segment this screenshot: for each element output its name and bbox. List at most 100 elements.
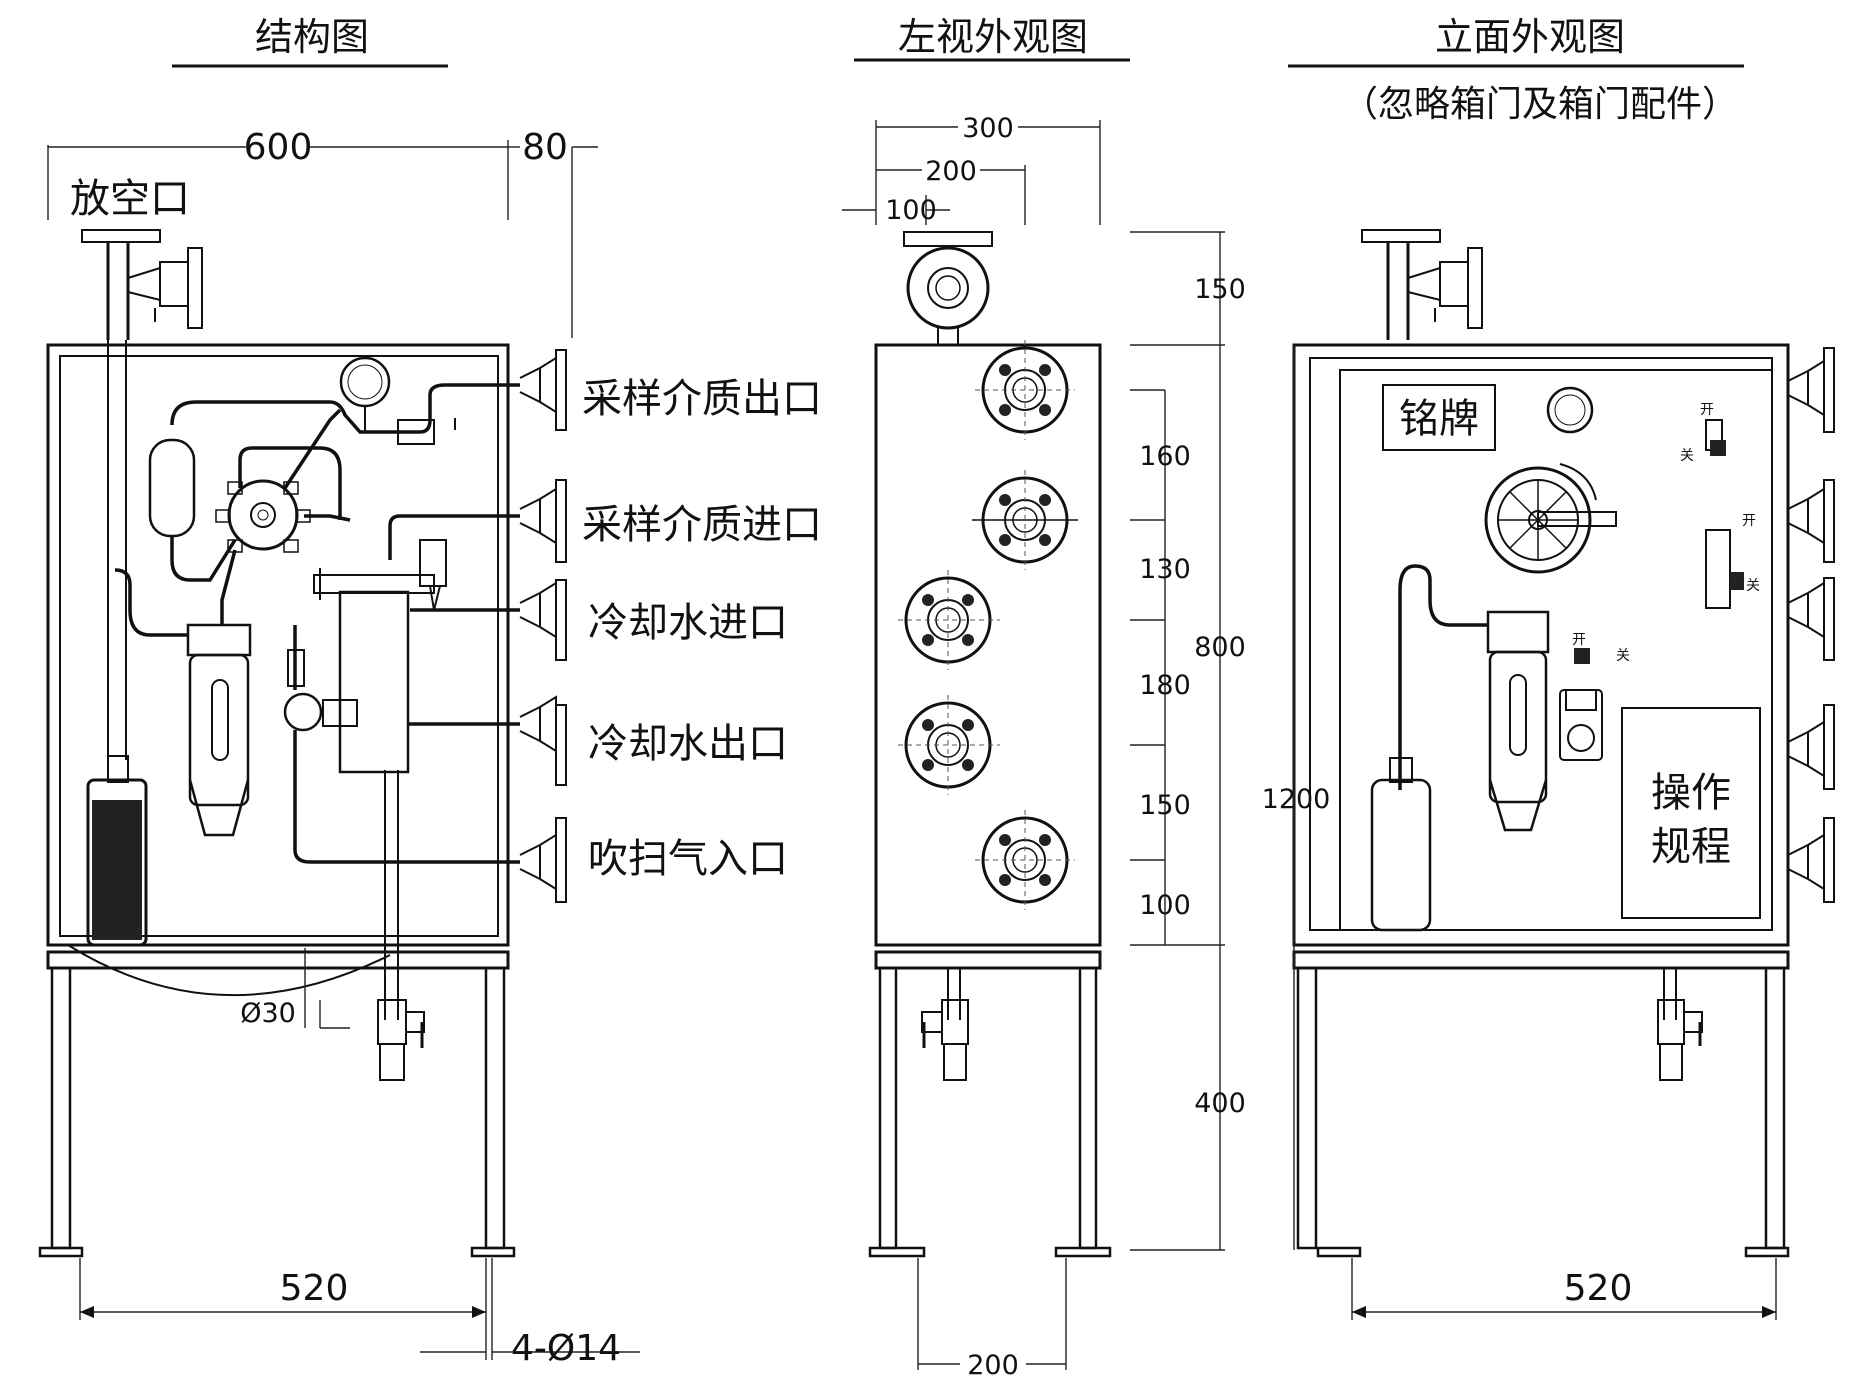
left-drain-fitting	[943, 1043, 967, 1081]
distributor-valve	[227, 479, 299, 551]
left-stand-leg-l	[878, 966, 898, 1250]
vent-label: 放空口	[70, 176, 190, 222]
sample-out-valve	[397, 419, 435, 445]
cylinder-valve	[107, 755, 129, 783]
front-view: 铭牌 开 关 开 关 开 关	[1262, 229, 1835, 1320]
distributor-up-pipe	[283, 408, 342, 489]
flange-plate	[555, 704, 567, 786]
dim-520-front: 520	[1564, 1268, 1633, 1309]
dim-150-top: 150	[1194, 274, 1246, 305]
stand-foot-right	[470, 1246, 516, 1258]
nameplate-box	[1382, 384, 1496, 451]
front-valve-mid	[1705, 529, 1731, 609]
left-stand-leg-r	[1078, 966, 1098, 1250]
structure-cabinet	[46, 343, 510, 947]
gas-cylinder	[86, 778, 148, 947]
stand-leg-right	[484, 966, 506, 1250]
procedure-label-2: 规程	[1651, 824, 1731, 870]
distributor-core	[250, 502, 276, 528]
front-dial-arrow	[1559, 463, 1597, 501]
dim-100-top: 100	[885, 195, 937, 226]
valve-lug	[283, 539, 299, 553]
front-distributor-dial	[1484, 466, 1592, 574]
flange-neck	[539, 833, 557, 891]
stand-foot-left	[38, 1246, 84, 1258]
front-valve-mid-close: 关	[1746, 578, 1760, 594]
distributor-center	[257, 509, 269, 521]
left-drain-handle	[921, 1011, 943, 1033]
left-cabinet	[874, 343, 1102, 947]
front-valve-small	[1574, 648, 1590, 664]
front-valve-top-handle	[1710, 440, 1726, 456]
nameplate-label: 铭牌	[1399, 396, 1479, 442]
flange-plate	[555, 349, 567, 431]
dim-phi30: Ø30	[240, 998, 296, 1029]
vent-valve	[127, 266, 161, 302]
flange-plate	[555, 817, 567, 903]
dim-520-structure: 520	[280, 1268, 349, 1309]
front-filter-body	[1488, 650, 1548, 804]
needle-valve	[287, 649, 305, 687]
left-view-title: 左视外观图	[898, 15, 1088, 59]
front-drain-fitting	[1659, 1043, 1683, 1081]
front-filter-window	[1509, 674, 1527, 756]
vent-valve-body	[159, 261, 189, 307]
sample-in-valve	[419, 539, 447, 587]
front-stand-foot-l	[1316, 1246, 1362, 1258]
drain-fitting	[379, 1043, 405, 1081]
vent-side-flange	[187, 247, 203, 329]
structure-cabinet-inner	[59, 355, 499, 937]
valve-lug	[215, 509, 231, 523]
flange-face	[972, 470, 1078, 570]
flange-neck	[539, 695, 557, 753]
filter-body	[188, 653, 250, 807]
front-stand-leg-r	[1764, 966, 1786, 1250]
distributor-loop-pipe	[238, 446, 342, 520]
dim-600: 600	[244, 127, 313, 168]
dim-180: 180	[1139, 670, 1191, 701]
dim-1200: 1200	[1262, 784, 1331, 815]
front-filter-head	[1486, 610, 1550, 654]
front-gas-cylinder	[1370, 778, 1432, 932]
left-stand-top-rail	[874, 950, 1102, 970]
filter-head	[186, 623, 252, 657]
front-port-flanges	[1787, 347, 1835, 903]
front-view-title: 立面外观图	[1435, 15, 1625, 59]
cool-out-label: 冷却水出口	[588, 721, 788, 767]
front-stand-leg-l	[1296, 966, 1318, 1250]
dim-100-bottom: 100	[1139, 890, 1191, 921]
front-filter-hose	[1398, 564, 1488, 790]
filter-window	[211, 679, 229, 761]
filter-bottom	[188, 779, 250, 837]
dim-4-phi14: 4-Ø14	[511, 1328, 621, 1369]
front-panel	[1339, 369, 1773, 931]
filter-side-pipe	[114, 568, 188, 637]
structure-view: 600 80 放空口	[38, 127, 822, 1369]
sample-in-label: 采样介质进口	[582, 502, 822, 548]
flange-purge	[519, 843, 541, 881]
flange-neck	[539, 487, 557, 545]
drain-valve	[377, 999, 407, 1045]
flange-face	[898, 695, 1000, 795]
dim-300: 300	[962, 113, 1014, 144]
front-valve-mid-open: 开	[1742, 513, 1756, 529]
flange-face	[898, 570, 1000, 670]
cooler-body	[338, 590, 410, 774]
left-top-flange-plate	[903, 231, 993, 247]
front-flow-meter-dial	[1567, 724, 1595, 752]
stand-top-rail	[46, 950, 510, 970]
dim-400: 400	[1194, 1088, 1246, 1119]
structure-port-flanges	[519, 349, 567, 903]
procedure-board	[1621, 707, 1761, 919]
dim-200-bottom: 200	[967, 1350, 1019, 1381]
flange-cool-in	[519, 591, 541, 629]
cooler-top-rail	[313, 574, 435, 594]
flange-sample-in	[519, 497, 541, 535]
front-small-gauge	[1546, 386, 1594, 434]
valve-tip	[429, 585, 441, 611]
buffer-pipe	[170, 536, 237, 582]
flange-cool-out	[519, 705, 541, 743]
front-valve-mid-handle	[1730, 572, 1744, 590]
front-vent-valve	[1407, 266, 1441, 302]
sample-in-pipe	[388, 514, 520, 560]
